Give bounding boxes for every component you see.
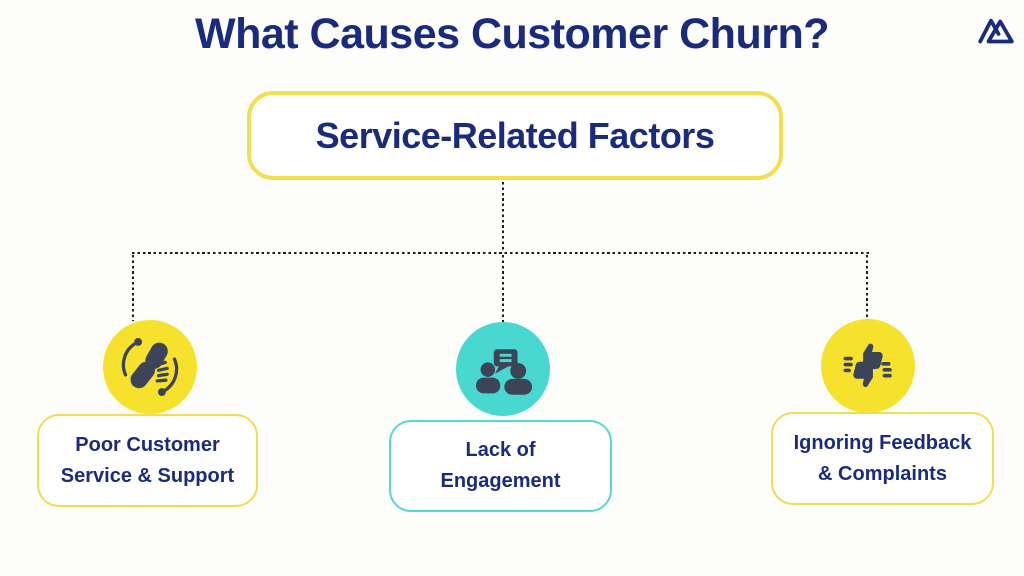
conversation-icon bbox=[475, 349, 533, 395]
branch-node-ignoring-feedback: Ignoring Feedback & Complaints bbox=[771, 412, 994, 505]
root-node-label: Service-Related Factors bbox=[315, 114, 715, 156]
branch-label-line: Lack of bbox=[465, 439, 536, 461]
branch-label-line: Poor Customer bbox=[75, 433, 220, 456]
branch-label-line: Engagement bbox=[440, 470, 561, 492]
connector-branch-right bbox=[866, 255, 869, 318]
thumbs-feedback-icon bbox=[843, 343, 892, 387]
branch-icon-circle bbox=[821, 319, 915, 413]
connector-branch-left bbox=[132, 255, 135, 321]
support-hands-icon bbox=[121, 337, 179, 397]
branch-icon-circle bbox=[103, 320, 197, 414]
branch-label-line: Ignoring Feedback bbox=[793, 431, 972, 454]
page-title: What Causes Customer Churn? bbox=[195, 10, 829, 58]
root-node-service-factors: Service-Related Factors bbox=[247, 91, 783, 180]
connector-branch-center bbox=[502, 255, 505, 323]
branch-label-line: & Complaints bbox=[818, 462, 947, 485]
connector-root-stub bbox=[502, 182, 505, 252]
connector-horizontal-bar bbox=[132, 252, 869, 255]
branch-node-lack-of-engagement: Lack of Engagement bbox=[389, 420, 612, 512]
mountain-logo-icon bbox=[976, 9, 1016, 49]
branch-label-line: Service & Support bbox=[60, 464, 235, 487]
branch-icon-circle bbox=[456, 322, 550, 416]
branch-node-poor-customer-service: Poor Customer Service & Support bbox=[37, 414, 258, 507]
